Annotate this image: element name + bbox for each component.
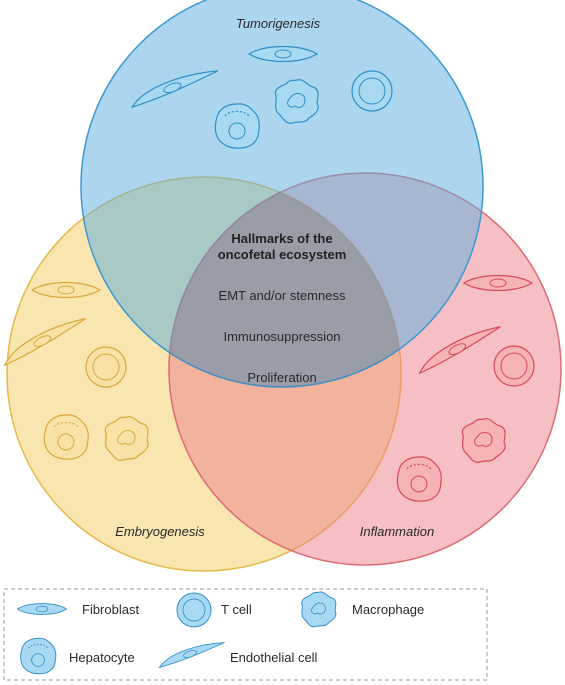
t-cell-icon [493, 345, 535, 387]
legend-box [3, 588, 488, 681]
macrophage-icon [274, 79, 319, 124]
fibroblast-icon [17, 603, 67, 615]
hepatocyte-icon [20, 637, 57, 675]
venn-circles [6, 0, 562, 572]
center-title-line1: Hallmarks of the [231, 231, 332, 246]
endothelial-cell-icon [157, 641, 227, 668]
hallmark-proliferation: Proliferation [247, 370, 316, 385]
legend-label-endothelial-cell: Endothelial cell [230, 650, 318, 665]
hepatocyte-icon [43, 414, 89, 460]
tumorigenesis-label: Tumorigenesis [236, 16, 321, 31]
macrophage-icon [104, 416, 149, 461]
hallmark-immunosuppression: Immunosuppression [223, 329, 340, 344]
center-title-line2: oncofetal ecosystem [218, 247, 347, 262]
legend-label-fibroblast: Fibroblast [82, 602, 139, 617]
t-cell-icon [85, 346, 127, 388]
legend: Fibroblast T cell Macrophage Hepatocyte … [3, 588, 488, 681]
inflammation-label: Inflammation [360, 524, 434, 539]
t-cell-icon [176, 592, 212, 628]
legend-label-macrophage: Macrophage [352, 602, 424, 617]
hepatocyte-icon [396, 456, 442, 502]
hepatocyte-icon [214, 103, 260, 149]
hallmark-emt: EMT and/or stemness [219, 288, 346, 303]
embryogenesis-label: Embryogenesis [115, 524, 205, 539]
legend-label-hepatocyte: Hepatocyte [69, 650, 135, 665]
macrophage-icon [301, 591, 337, 628]
macrophage-icon [461, 418, 506, 463]
legend-label-t-cell: T cell [221, 602, 252, 617]
t-cell-icon [351, 70, 393, 112]
